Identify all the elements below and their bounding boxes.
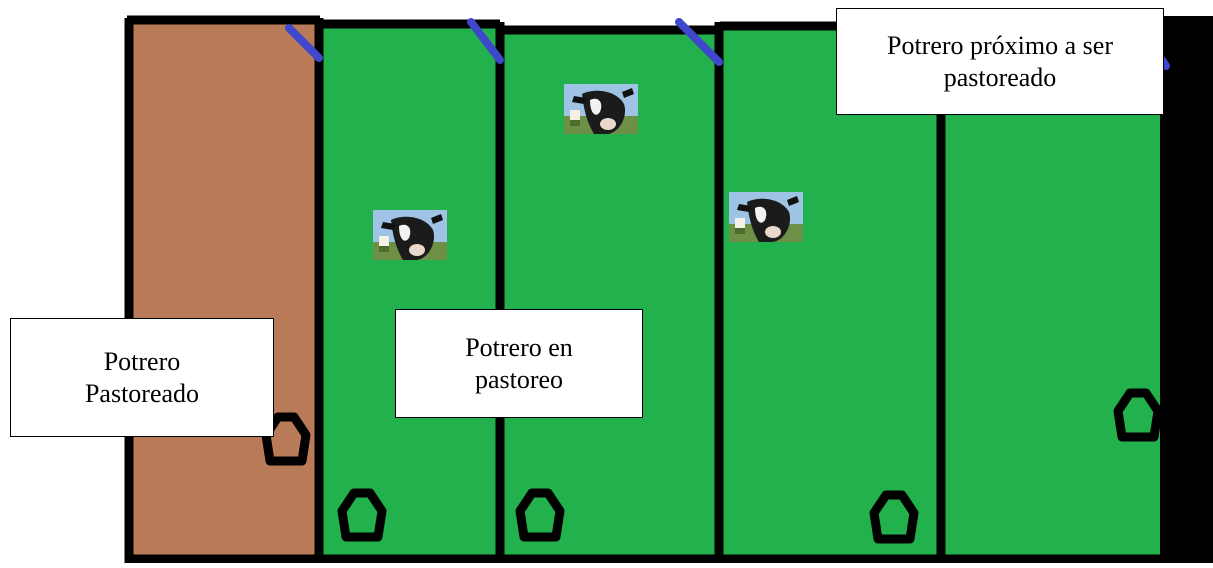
paddock-1-grazed [129, 22, 319, 559]
cow-photo-icon [373, 210, 447, 260]
label-next-line1: Potrero próximo a ser [886, 30, 1113, 60]
label-next-line2: pastoreado [943, 62, 1057, 92]
paddock-4 [719, 28, 941, 559]
label-next-paddock: Potrero próximo a ser pastoreado [836, 8, 1164, 115]
cow-photo-icon [564, 84, 638, 134]
label-grazing-line2: pastoreo [474, 364, 564, 394]
label-grazed-line1: Potrero [103, 346, 181, 376]
black-edge-band [1160, 16, 1213, 563]
label-grazed-line2: Pastoreado [84, 378, 200, 408]
gate-icon [285, 18, 1170, 70]
label-grazing-line1: Potrero en [465, 332, 573, 362]
cow-photo-icon [729, 192, 803, 242]
label-grazing-paddock: Potrero en pastoreo [395, 309, 643, 418]
label-grazed-paddock: Potrero Pastoreado [10, 318, 274, 437]
paddock-2 [319, 24, 500, 559]
